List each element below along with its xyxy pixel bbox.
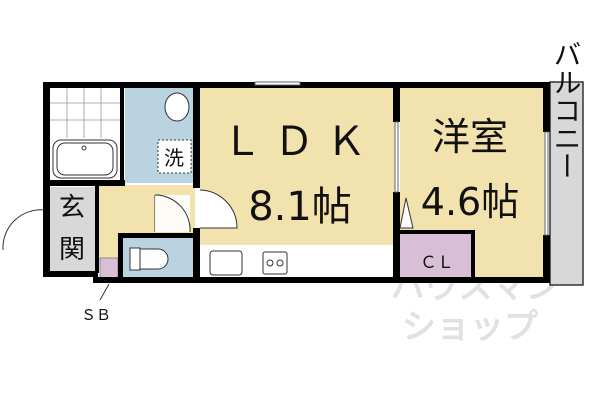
- toilet-icon: [139, 248, 169, 270]
- toilet-tank: [129, 247, 141, 271]
- sb-leader-line: [99, 283, 110, 301]
- western-room-name: 洋室: [432, 115, 508, 159]
- bathtub-icon: [52, 139, 118, 179]
- closet-door: [399, 197, 414, 229]
- western-room-size: 4.6帖: [421, 180, 519, 224]
- watermark-line2: ショップ: [402, 307, 538, 347]
- washer-label: 洗: [164, 146, 184, 170]
- closet-label: ＣＬ: [420, 253, 454, 273]
- ldk-door: [199, 189, 238, 229]
- burner-icon: [276, 259, 284, 267]
- entrance-label-1: 玄: [59, 193, 85, 223]
- stove-icon: [262, 251, 288, 275]
- entry-door: [2, 209, 46, 251]
- ldk-size: 8.1帖: [248, 184, 352, 230]
- entrance-label-2: 関: [59, 235, 85, 265]
- sink-icon: [209, 250, 243, 276]
- windows: [254, 81, 549, 236]
- entrance-floor: [50, 187, 95, 272]
- burner-icon: [266, 259, 274, 267]
- balcony-floor: [549, 81, 584, 286]
- ldk-name: ＬＤＫ: [222, 119, 378, 165]
- closet-floor: [400, 233, 472, 280]
- balcony-label: バルコニー: [550, 40, 583, 180]
- washing-machine-space: [157, 139, 192, 174]
- bathroom: [50, 87, 120, 180]
- shoe-box-label: ＳＢ: [81, 306, 111, 324]
- washbasin-icon: [164, 92, 190, 122]
